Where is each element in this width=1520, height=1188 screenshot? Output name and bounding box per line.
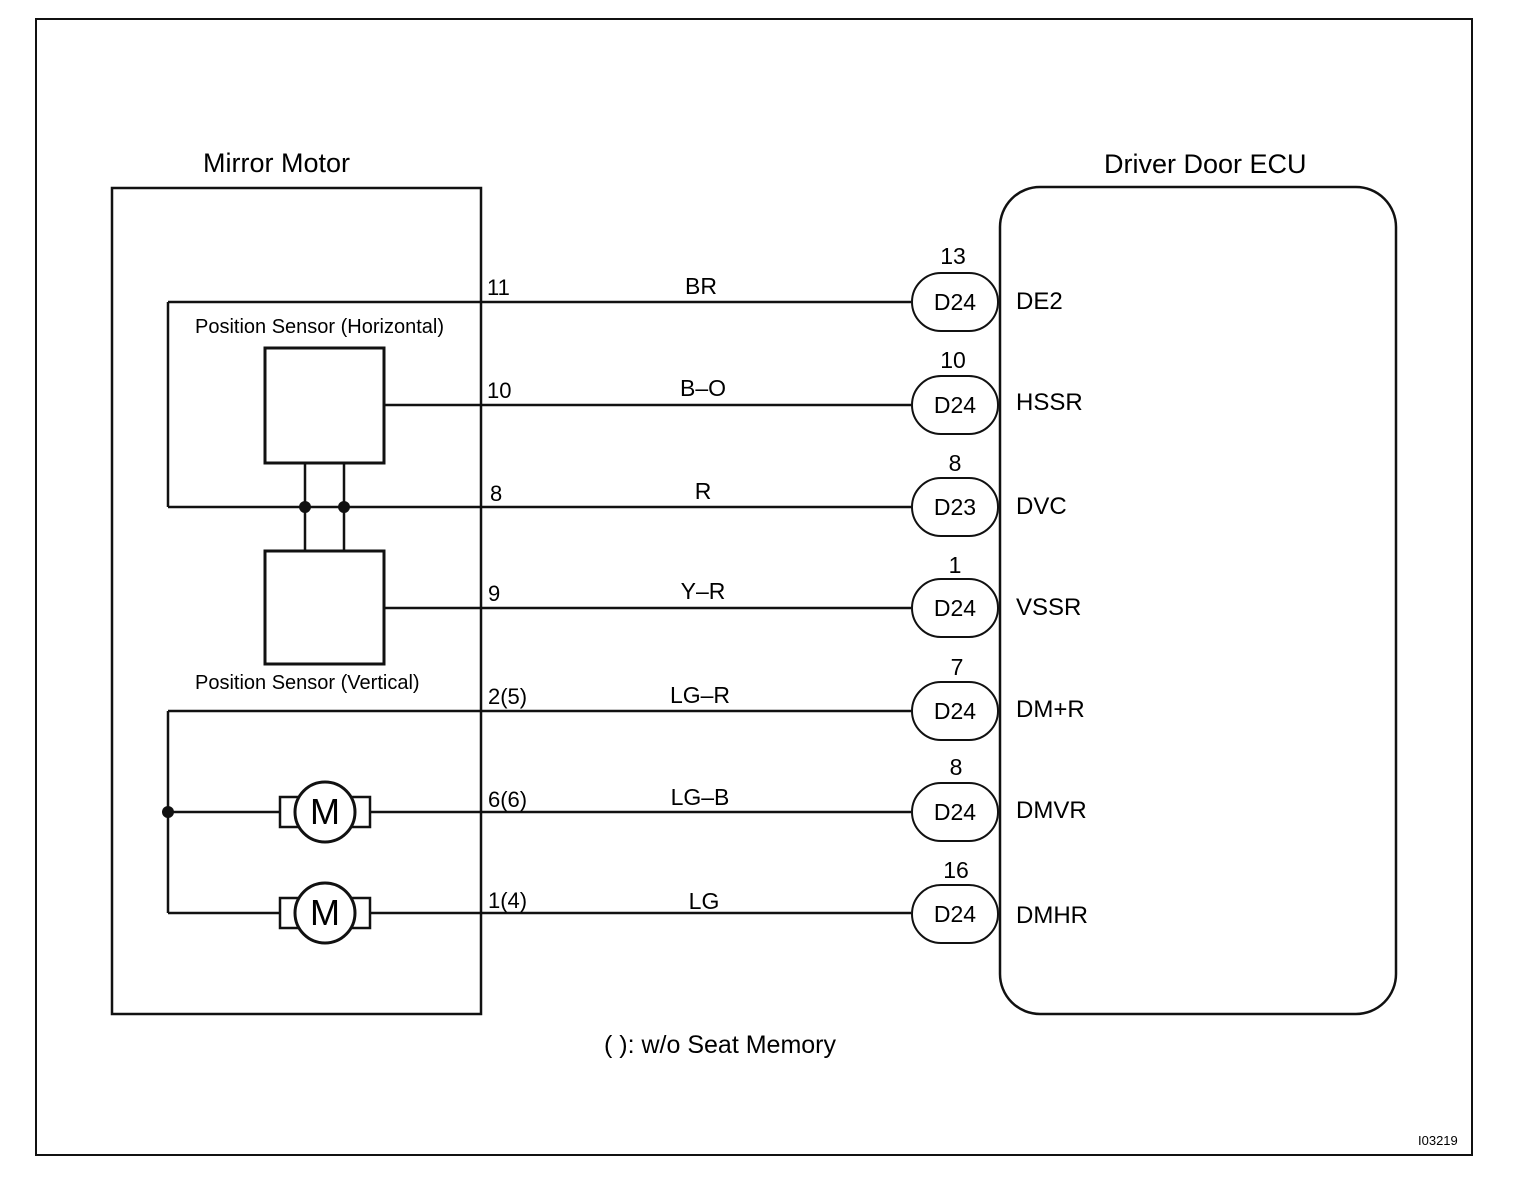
motor-pin: 10 — [487, 378, 512, 403]
motor-pin: 1(4) — [488, 888, 528, 913]
connector-pin-number: 8 — [949, 754, 963, 780]
ecu-signal: VSSR — [1016, 594, 1082, 621]
footnote: ( ): w/o Seat Memory — [604, 1031, 836, 1059]
connector-pin-number: 13 — [940, 243, 966, 269]
junction-dot — [162, 806, 174, 818]
wire-color: R — [694, 478, 712, 504]
junction-dot — [299, 501, 311, 513]
sensor-horizontal-label: Position Sensor (Horizontal) — [195, 316, 444, 338]
wire-color: B–O — [679, 375, 727, 401]
wire-color: LG–R — [669, 682, 731, 708]
wire-color: Y–R — [680, 578, 726, 604]
sensor-vertical-label: Position Sensor (Vertical) — [195, 672, 420, 694]
figure-code: I03219 — [1418, 1133, 1458, 1148]
wire-color: LG — [688, 888, 720, 914]
ecu-signal: HSSR — [1016, 389, 1083, 416]
ecu-signal: DM+R — [1016, 696, 1085, 723]
connector: D23 — [911, 477, 999, 537]
junction-dot — [338, 501, 350, 513]
position-sensor-vertical — [263, 549, 386, 666]
motor-pin: 2(5) — [488, 684, 528, 709]
wire-color: BR — [685, 273, 717, 299]
connector: D24 — [911, 782, 999, 842]
connector-pin-number: 1 — [948, 552, 962, 578]
position-sensor-horizontal — [263, 346, 386, 465]
wire-color: LG–B — [670, 784, 730, 810]
mirror-motor-box — [110, 186, 483, 1016]
connector-pin-number: 16 — [943, 857, 969, 883]
mirror-motor-title: Mirror Motor — [203, 148, 350, 178]
motor-symbol: M — [310, 791, 340, 832]
motor-horizontal — [293, 881, 357, 945]
ecu-signal: DVC — [1016, 493, 1067, 520]
ecu-title: Driver Door ECU — [1104, 149, 1307, 179]
diagram-frame — [35, 18, 1473, 1156]
connector-pin-number: 10 — [940, 347, 966, 373]
motor-pin: 6(6) — [488, 787, 528, 812]
ecu-signal: DMHR — [1016, 902, 1088, 929]
ecu-signal: DE2 — [1016, 288, 1063, 315]
connector: D24 — [911, 884, 999, 944]
ecu-signal: DMVR — [1016, 797, 1087, 824]
connector-pin-number: 8 — [948, 450, 962, 476]
connector: D24 — [911, 681, 999, 741]
connector: D24 — [911, 272, 999, 332]
connector: D24 — [911, 375, 999, 435]
motor-pin: 11 — [487, 275, 510, 300]
motor-vertical — [293, 780, 357, 844]
ecu-box — [998, 185, 1398, 1016]
motor-symbol: M — [310, 892, 340, 933]
motor-pin: 8 — [490, 481, 503, 506]
motor-pin: 9 — [488, 581, 501, 606]
connector: D24 — [911, 578, 999, 638]
connector-pin-number: 7 — [950, 654, 964, 680]
